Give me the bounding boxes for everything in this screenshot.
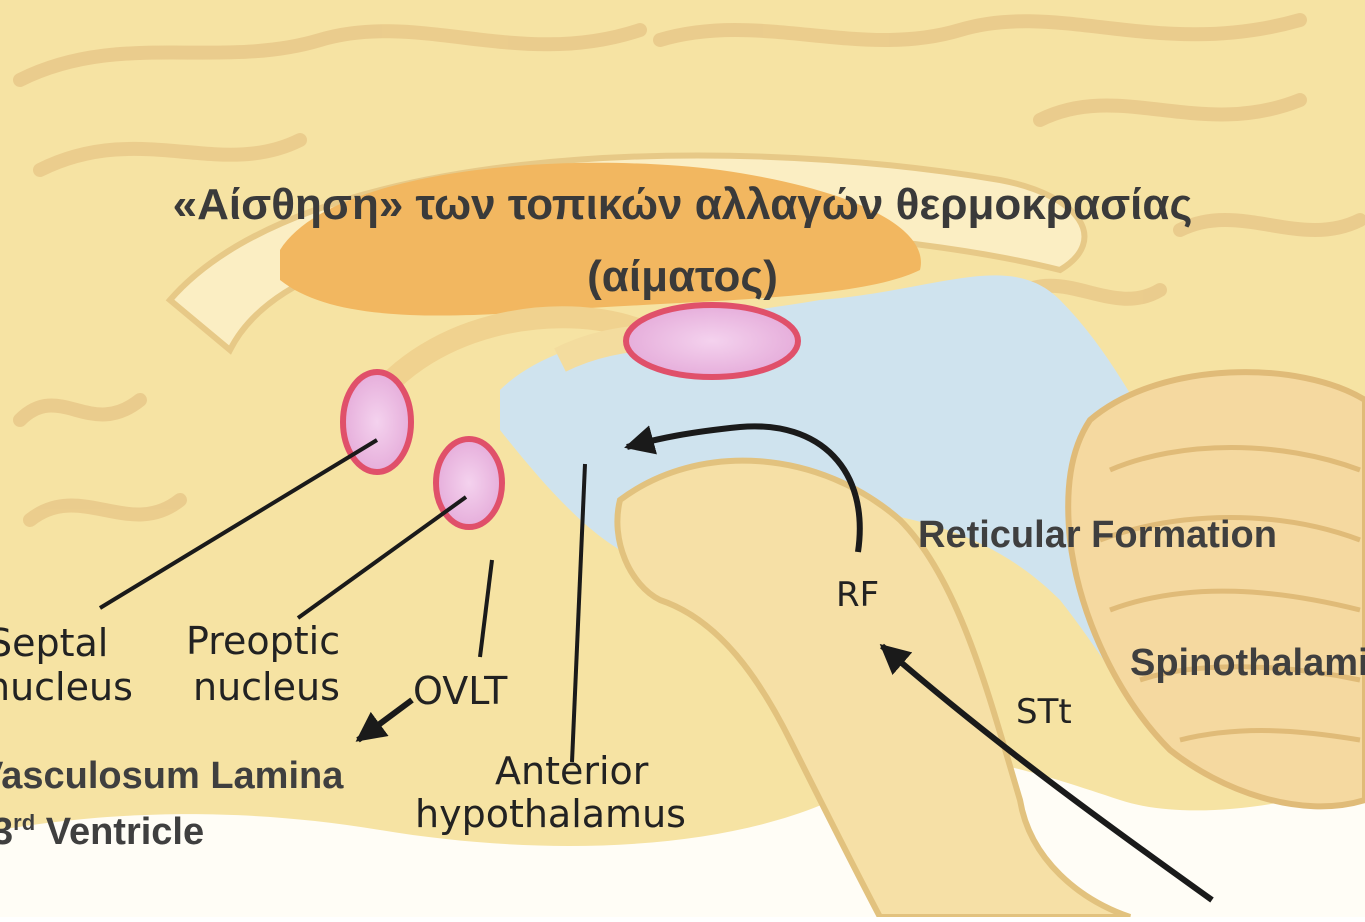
label-rf: RF [836, 578, 879, 612]
label-septal-line2: nucleus [0, 668, 133, 706]
label-third-ventricle: 3rd Ventricle [0, 812, 204, 851]
nucleus-top [626, 305, 798, 377]
label-preoptic-line1: Preoptic [186, 622, 340, 660]
label-reticular-formation: Reticular Formation [918, 516, 1277, 554]
label-preoptic-line2: nucleus [193, 668, 340, 706]
label-anterior-line2: hypothalamus [415, 795, 686, 833]
label-vasculosum-lamina: Vasculosum Lamina [0, 757, 343, 795]
label-anterior-line1: Anterior [495, 752, 648, 790]
page-title: «Αίσθηση» των τοπικών αλλαγών θερμοκρασί… [0, 180, 1365, 230]
label-spinothalamic: Spinothalamic [1130, 644, 1365, 682]
label-septal-line1: Septal [0, 624, 108, 662]
label-stt: STt [1016, 695, 1072, 729]
label-ovlt: OVLT [413, 672, 507, 710]
nucleus-septal [343, 372, 411, 472]
page-subtitle: (αίματος) [0, 252, 1365, 302]
